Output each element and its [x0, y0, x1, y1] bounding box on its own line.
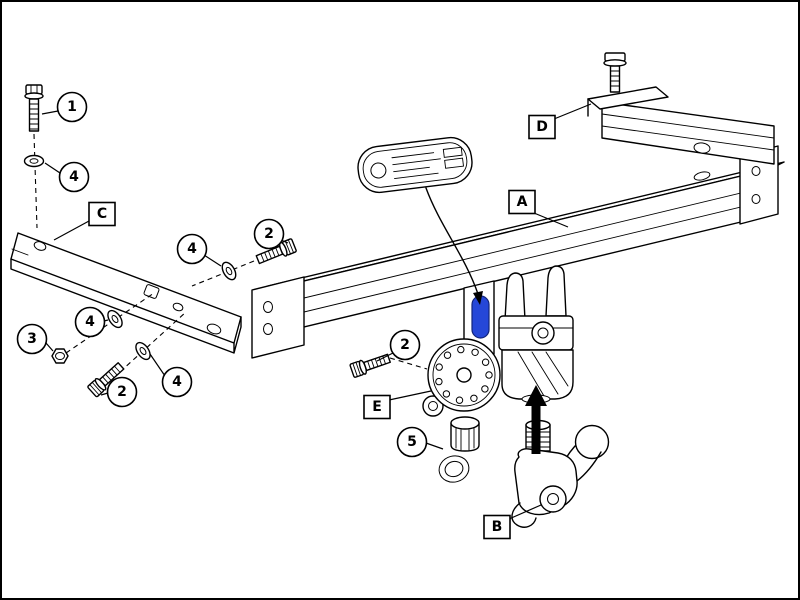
callout-square-b: B [483, 514, 511, 540]
washer-4-d [132, 339, 154, 363]
left-mount-bracket [10, 232, 242, 354]
callout-square-a: A [508, 189, 536, 215]
callout-circle-4d: 4 [161, 366, 193, 398]
callout-square-c: C [88, 201, 116, 227]
svg-text:4: 4 [187, 241, 197, 257]
washer-4-a [23, 154, 45, 168]
svg-text:3: 3 [27, 331, 37, 347]
hex-bolt-1 [24, 84, 44, 132]
right-mount-bracket [587, 52, 775, 165]
callout-circle-2b: 2 [106, 376, 138, 408]
carriage-bolt [603, 52, 627, 93]
type-plate [357, 136, 473, 194]
svg-text:E: E [372, 399, 382, 415]
flange-plate [422, 338, 501, 417]
svg-text:1: 1 [67, 99, 77, 115]
callout-leaders [41, 103, 592, 520]
callout-circle-1: 1 [56, 91, 88, 123]
svg-text:2: 2 [400, 337, 410, 353]
svg-text:D: D [536, 119, 548, 135]
svg-text:4: 4 [69, 169, 79, 185]
callout-circle-4a: 4 [58, 161, 90, 193]
svg-text:2: 2 [117, 384, 127, 400]
tow-ball [574, 424, 610, 460]
insert-direction-arrow [525, 385, 547, 454]
callout-circle-3: 3 [16, 323, 48, 355]
callout-circle-5: 5 [396, 426, 428, 458]
callout-circle-2a: 2 [253, 218, 285, 250]
svg-text:5: 5 [407, 434, 417, 450]
svg-text:B: B [492, 519, 503, 535]
callout-square-d: D [528, 114, 556, 140]
hex-nut-3 [51, 348, 69, 364]
callout-circle-4b: 4 [176, 233, 208, 265]
svg-text:4: 4 [85, 314, 95, 330]
type-plate-leader-arrowhead [473, 291, 483, 305]
callout-circle-2c: 2 [389, 329, 421, 361]
callout-circle-4c: 4 [74, 306, 106, 338]
svg-text:4: 4 [172, 374, 182, 390]
hex-bolt-2-c [348, 350, 392, 379]
svg-text:2: 2 [264, 226, 274, 242]
svg-text:C: C [97, 206, 107, 222]
washer-4-b [218, 259, 240, 283]
type-plate-leader [425, 187, 479, 295]
callout-square-e: E [363, 394, 391, 420]
svg-text:A: A [517, 194, 528, 210]
cover-cap [438, 416, 480, 483]
main-crossbar [251, 145, 785, 359]
